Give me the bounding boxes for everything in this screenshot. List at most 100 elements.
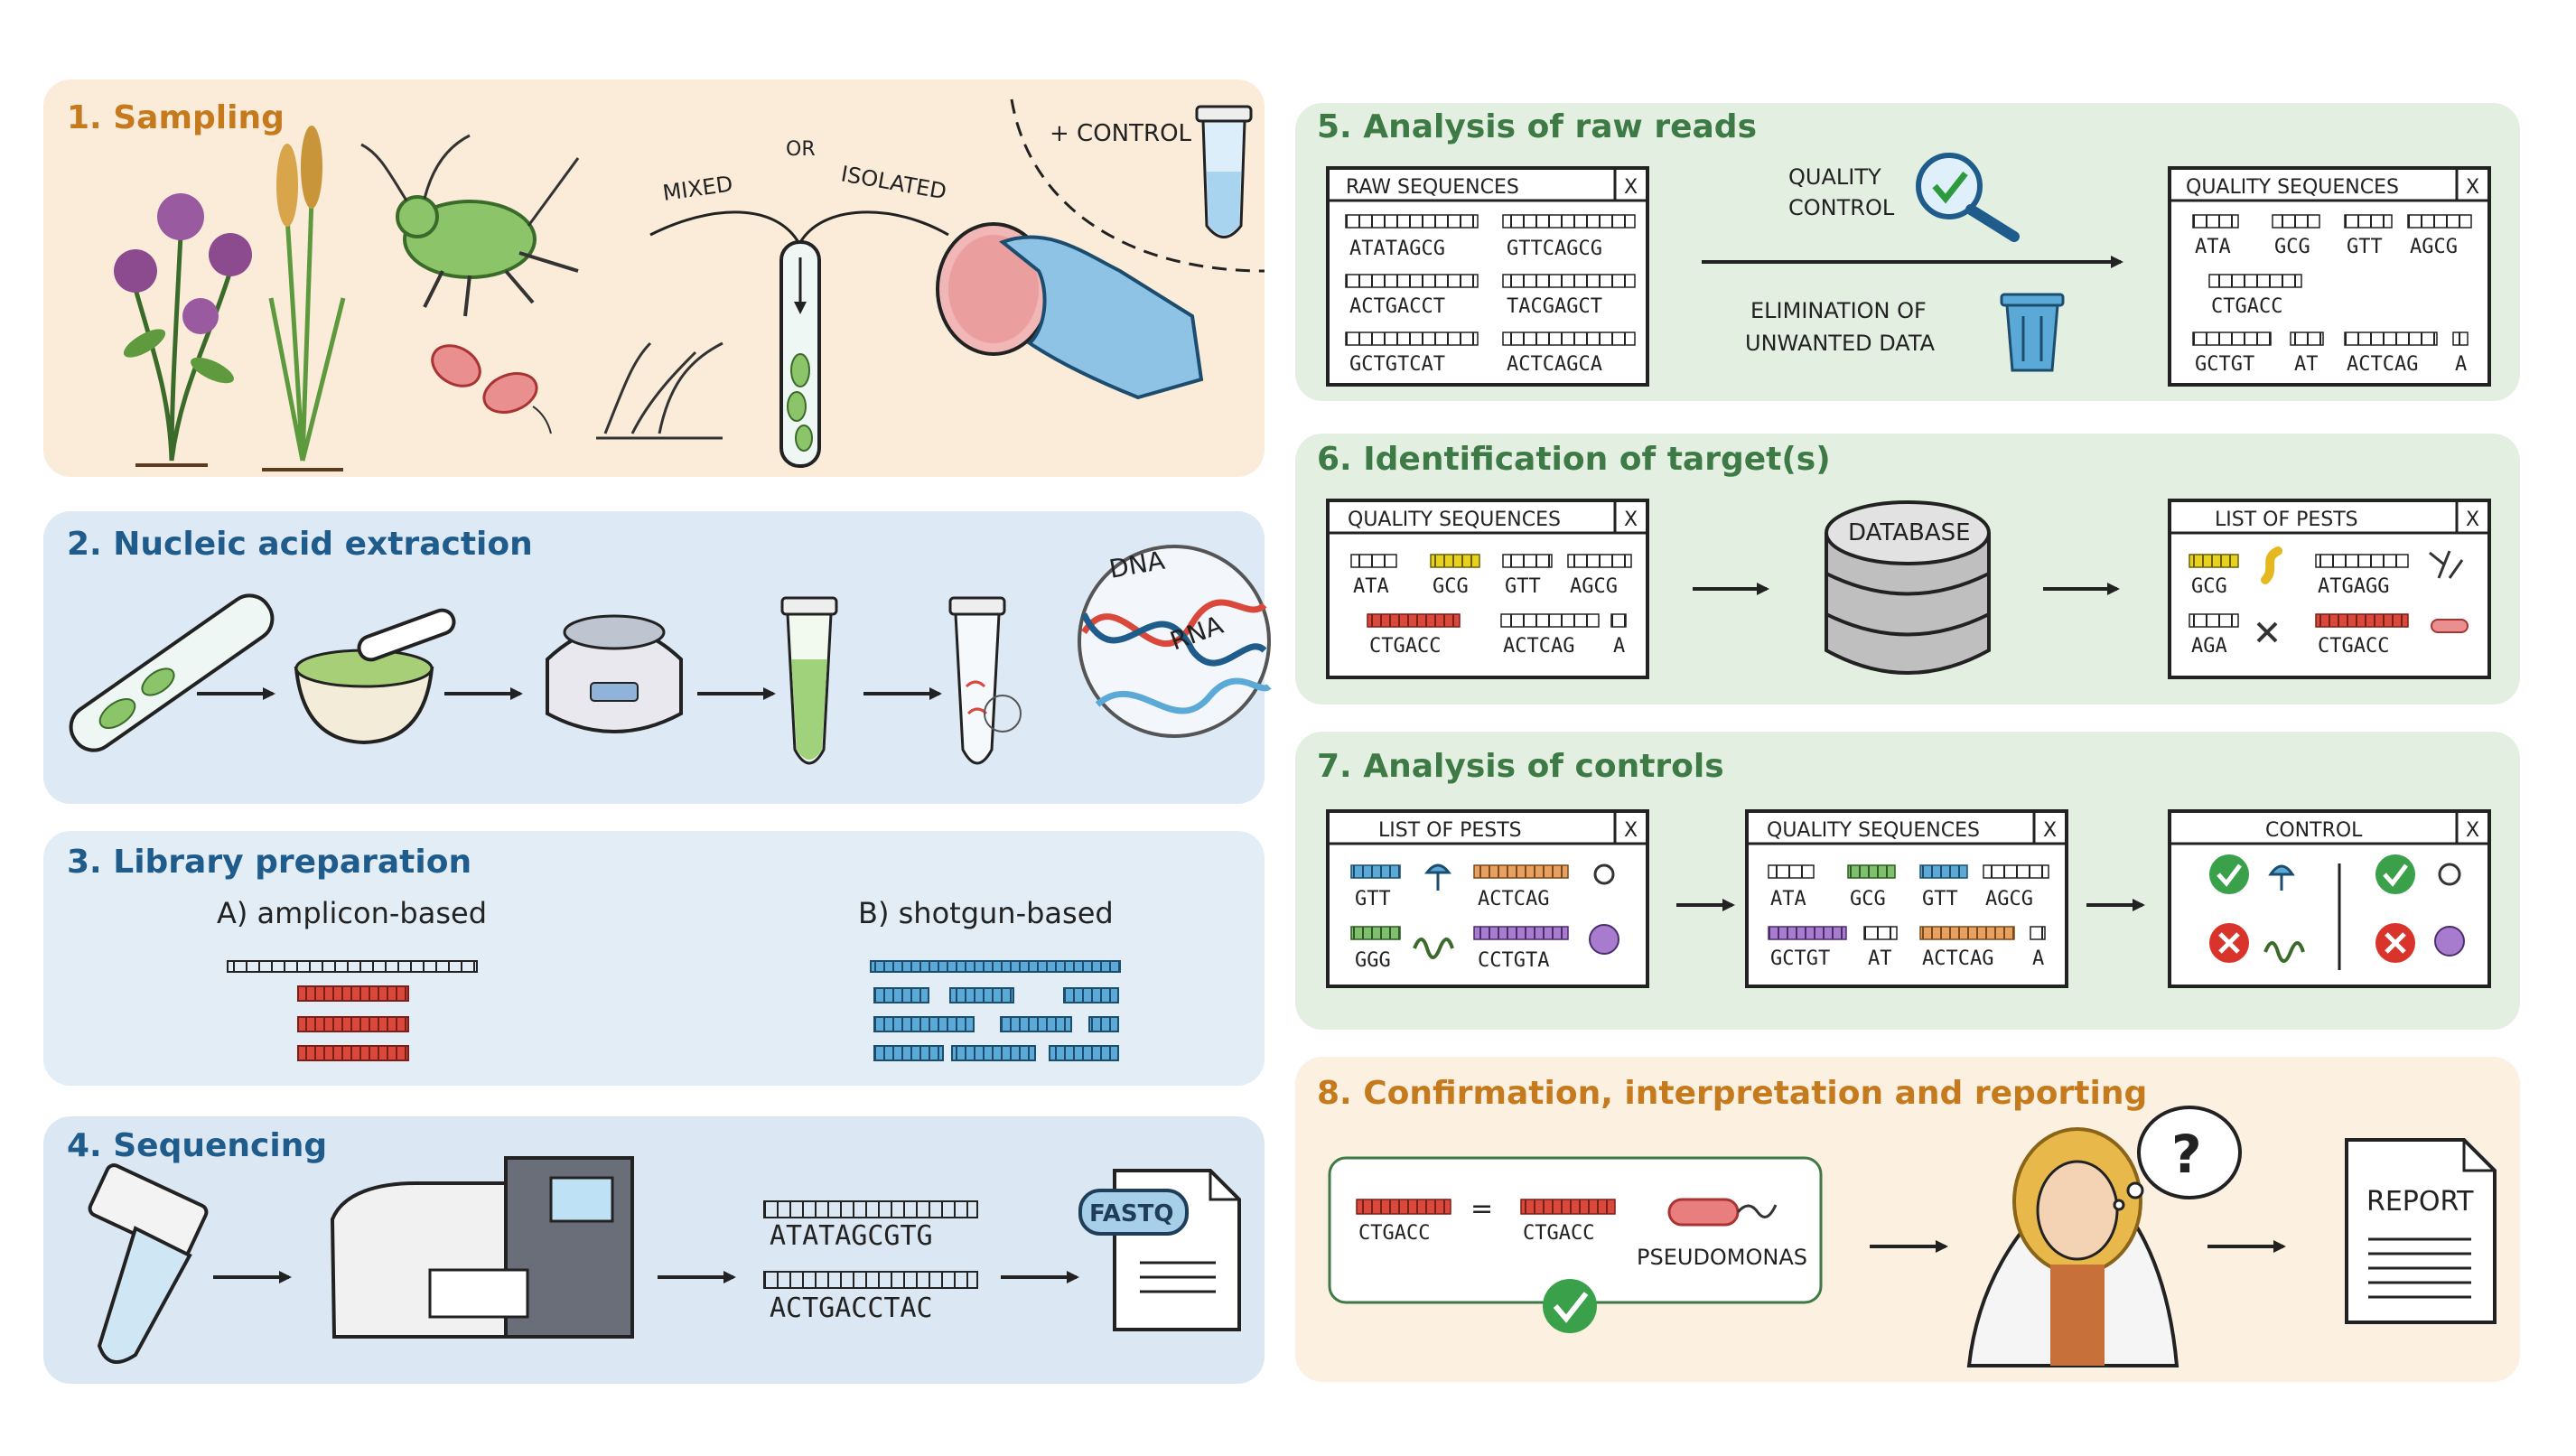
q7-seq-2: GCG [1850,888,1886,910]
raw-seq-3: ACTGACCT [1349,295,1445,318]
label-amplicon: A) amplicon-based [217,896,487,930]
label-quality: QUALITY [1788,164,1881,190]
raw-seq-2: GTTCAGCG [1507,238,1602,260]
raw-seq-1: ATATAGCG [1349,238,1445,260]
title-identification: 6. Identification of target(s) [1317,441,1831,478]
pest7-seq-3: GGG [1355,949,1391,972]
check-icon [2375,854,2415,894]
window-close-icon: X [1624,176,1638,199]
pest7-seq-1: GTT [1355,888,1391,910]
amplicon-reads [227,960,478,1061]
q6-seq-6: ACTCAG [1503,635,1574,658]
thought-bubble-icon: ? [2113,1106,2242,1211]
window-title-pests-6: LIST OF PESTS [2215,509,2358,531]
q6-seq-2: GCG [1433,575,1469,598]
q5-seq-9: A [2455,353,2467,376]
title-library: 3. Library preparation [67,844,471,881]
pest7-seq-4: CCTGTA [1478,949,1549,972]
q7-seq-6: AT [1868,947,1892,970]
window-close-icon: X [2466,176,2479,199]
aphid-insect-icon [360,134,580,317]
read-ladder-1 [763,1200,978,1218]
q5-seq-5: CTGACC [2211,295,2282,318]
title-controls: 7. Analysis of controls [1317,748,1724,785]
label-or: OR [786,138,816,161]
confirmation-box: CTGACC = CTGACC PSEUDOMONAS [1328,1156,1823,1333]
sequencer-icon [330,1156,634,1339]
dna-rna-zoom-icon: DNA RNA [1078,545,1272,738]
merge-arrows [649,210,949,245]
nucleic-acid-tube-icon [948,596,1022,765]
pest7-seq-2: ACTCAG [1478,888,1549,910]
q5-seq-7: AT [2294,353,2319,376]
q5-seq-6: GCTGT [2195,353,2254,376]
window-title-quality-6: QUALITY SEQUENCES [1348,509,1561,531]
spore-icon [2434,926,2465,957]
control-tube-icon [1195,105,1253,238]
mushroom-icon [2268,864,2295,891]
q7-seq-5: GCTGT [1770,947,1830,970]
q7-seq-4: AGCG [1985,888,2033,910]
report-label: REPORT [2366,1186,2474,1218]
q6-seq-7: A [1613,635,1625,658]
q5-seq-8: ACTCAG [2347,353,2418,376]
label-control-qc: CONTROL [1788,195,1895,220]
library-tube-icon [88,1163,209,1364]
wheat-plant-icon [262,126,346,471]
window-control: CONTROL X [2168,809,2491,988]
window-title-pests-7: LIST OF PESTS [1378,819,1522,842]
check-icon [2209,854,2249,894]
pathogen-name: PSEUDOMONAS [1637,1245,1807,1270]
raw-seq-4: TACGAGCT [1507,295,1602,318]
title-sampling: 1. Sampling [67,99,285,136]
title-sequencing: 4. Sequencing [67,1127,327,1164]
q5-seq-4: AGCG [2410,236,2458,258]
bacteria-icon [431,344,552,434]
trash-bin-icon [2000,293,2065,372]
panel-sampling [43,79,1265,477]
petri-dish-icon [936,222,1204,400]
database-label: DATABASE [1848,519,1971,546]
equals-sign: = [1470,1193,1493,1225]
window-title-quality-7: QUALITY SEQUENCES [1767,819,1980,842]
check-icon [1543,1279,1597,1333]
title-raw-reads: 5. Analysis of raw reads [1317,108,1757,145]
window-close-icon: X [2043,819,2057,842]
label-unwanted: UNWANTED DATA [1745,331,1936,356]
q7-seq-7: ACTCAG [1922,947,1993,970]
window-list-of-pests-6: LIST OF PESTS X GCG ATGAGG AGA CTGACC [2168,499,2491,679]
shotgun-reads [870,960,1121,1061]
leaf-tube-icon [69,593,275,752]
q5-seq-3: GTT [2347,236,2383,258]
worm-icon [2263,941,2305,963]
confirm-seq-right: CTGACC [1523,1222,1594,1245]
scientist-icon [1966,1127,2179,1367]
q6-seq-1: ATA [1353,575,1389,598]
q7-seq-1: ATA [1770,888,1806,910]
q7-seq-8: A [2032,947,2044,970]
pest6-seq-1: GCG [2191,575,2227,598]
label-shotgun: B) shotgun-based [858,896,1114,930]
q6-seq-3: GTT [1505,575,1541,598]
window-close-icon: X [1624,819,1638,842]
window-close-icon: X [2466,819,2479,842]
fungus-icon [596,341,723,440]
q6-seq-4: AGCG [1570,575,1618,598]
window-close-icon: X [2466,509,2479,531]
cross-icon [2375,923,2415,963]
label-control: + CONTROL [1050,120,1192,147]
centrifuge-icon [546,614,683,733]
pest6-seq-2: ATGAGG [2318,575,2389,598]
window-quality-sequences-5: QUALITY SEQUENCES X ATA GCG GTT AGCG CTG… [2168,166,2491,387]
q5-seq-1: ATA [2195,236,2231,258]
sample-tube-icon [779,240,821,468]
clover-plant-icon [114,193,252,467]
label-elimination: ELIMINATION OF [1750,298,1927,323]
q5-seq-2: GCG [2274,236,2310,258]
q7-seq-3: GTT [1922,888,1958,910]
window-close-icon: X [1624,509,1638,531]
magnifier-check-icon [1916,153,2020,242]
pest6-seq-4: CTGACC [2318,635,2389,658]
report-document-icon: REPORT [2345,1138,2497,1324]
